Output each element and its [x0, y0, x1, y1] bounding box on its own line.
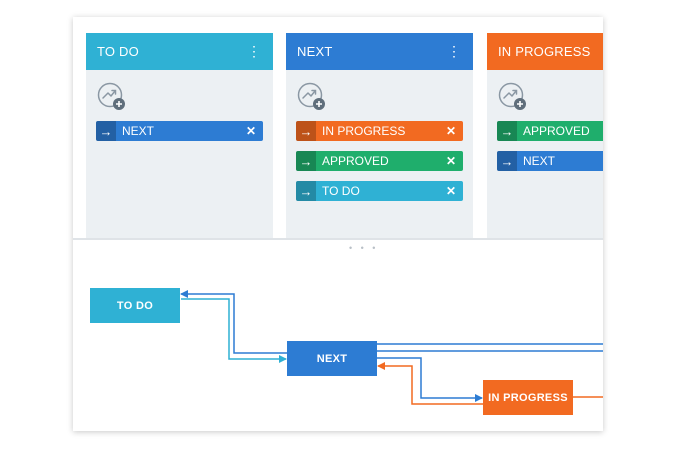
resize-handle-dots[interactable]: • • • — [349, 243, 379, 253]
transition-chip-todo[interactable]: → TO DO ✕ — [296, 181, 463, 201]
arrow-right-icon: → — [497, 151, 517, 171]
column-menu-icon[interactable]: ⋮ — [447, 43, 461, 59]
transition-label: NEXT — [122, 124, 155, 138]
transition-label: TO DO — [322, 184, 360, 198]
column-header-in-progress: IN PROGRESS ⋮ — [487, 33, 603, 70]
close-icon[interactable]: ✕ — [445, 154, 457, 168]
column-header-next: NEXT ⋮ — [286, 33, 473, 70]
transition-chip-approved[interactable]: → APPROVED ✕ — [497, 121, 603, 141]
close-icon[interactable]: ✕ — [245, 124, 257, 138]
transition-chip-approved[interactable]: → APPROVED ✕ — [296, 151, 463, 171]
arrow-right-icon: → — [296, 121, 316, 141]
add-transition-icon[interactable] — [497, 81, 529, 113]
transition-chip-next[interactable]: → NEXT ✕ — [497, 151, 603, 171]
transition-chip-in-progress[interactable]: → IN PROGRESS ✕ — [296, 121, 463, 141]
transition-connectors — [180, 290, 603, 405]
diagram-node-todo[interactable]: TO DO — [90, 288, 180, 323]
arrow-right-icon: → — [296, 181, 316, 201]
arrow-right-icon: → — [96, 121, 116, 141]
arrow-right-icon: → — [497, 121, 517, 141]
workflow-board: TO DO ⋮ → NEXT ✕ NEXT ⋮ — [73, 17, 603, 238]
workflow-diagram: TO DO NEXT IN PROGRESS — [73, 240, 603, 431]
column-todo: TO DO ⋮ → NEXT ✕ — [86, 33, 273, 238]
transition-label: APPROVED — [322, 154, 389, 168]
diagram-node-next[interactable]: NEXT — [287, 341, 377, 376]
column-title: NEXT — [297, 44, 333, 59]
transition-label: APPROVED — [523, 124, 590, 138]
arrow-right-icon: → — [296, 151, 316, 171]
column-header-todo: TO DO ⋮ — [86, 33, 273, 70]
panel-divider[interactable] — [73, 238, 603, 240]
column-title: IN PROGRESS — [498, 44, 591, 59]
workflow-editor: TO DO ⋮ → NEXT ✕ NEXT ⋮ — [73, 17, 603, 431]
transition-label: IN PROGRESS — [322, 124, 406, 138]
column-next: NEXT ⋮ → IN PROGRESS ✕ → APPROVED ✕ — [286, 33, 473, 238]
diagram-node-in-progress[interactable]: IN PROGRESS — [483, 380, 573, 415]
transition-chip-next[interactable]: → NEXT ✕ — [96, 121, 263, 141]
column-in-progress: IN PROGRESS ⋮ → APPROVED ✕ → NEXT ✕ — [487, 33, 603, 238]
close-icon[interactable]: ✕ — [445, 124, 457, 138]
transition-label: NEXT — [523, 154, 556, 168]
column-menu-icon[interactable]: ⋮ — [247, 43, 261, 59]
add-transition-icon[interactable] — [96, 81, 128, 113]
close-icon[interactable]: ✕ — [445, 184, 457, 198]
add-transition-icon[interactable] — [296, 81, 328, 113]
column-title: TO DO — [97, 44, 139, 59]
